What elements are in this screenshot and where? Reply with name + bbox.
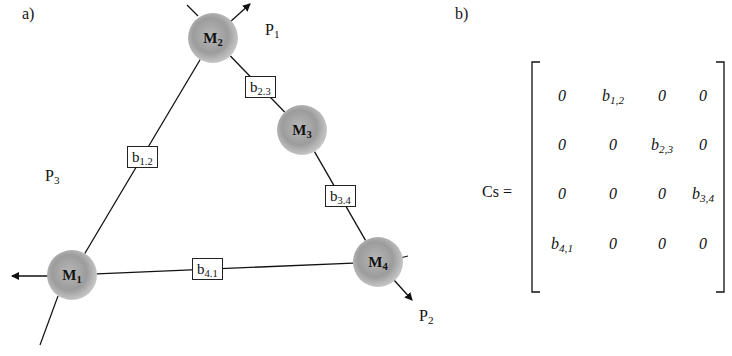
force-label: P1 (265, 21, 280, 39)
tick-line (187, 5, 198, 16)
force-arrow (230, 4, 250, 22)
stiffness-box: b3.4 (325, 185, 356, 207)
matrix-cell: 0 (699, 136, 707, 154)
tick-line (40, 296, 58, 345)
stiffness-box: b4.1 (192, 258, 223, 280)
force-label: P3 (45, 167, 60, 185)
mass-node: M1 (47, 250, 97, 300)
link-line (97, 263, 353, 274)
stiffness-box: b1.2 (127, 146, 158, 168)
matrix-cell: 0 (699, 235, 707, 253)
panel-letter: b) (455, 5, 468, 23)
panel-letter: a) (22, 5, 34, 23)
matrix-cell: 0 (699, 87, 707, 105)
matrix-cell: b2,3 (651, 136, 673, 154)
matrix-name: Cs = (482, 183, 512, 201)
matrix-cell: 0 (609, 136, 617, 154)
matrix-cell: 0 (609, 235, 617, 253)
link-line (314, 152, 365, 241)
matrix-bracket (716, 62, 724, 292)
matrix-cell: 0 (558, 87, 566, 105)
mass-node: M4 (353, 237, 403, 287)
matrix-cell: b4,1 (551, 235, 573, 253)
matrix-bracket (532, 62, 540, 292)
matrix-cell: 0 (558, 136, 566, 154)
matrix-cell: 0 (658, 235, 666, 253)
mass-node: M3 (277, 105, 327, 155)
matrix-cell: b3,4 (692, 185, 714, 203)
mass-node: M2 (188, 13, 238, 63)
matrix-cell: 0 (609, 185, 617, 203)
stiffness-box: b2.3 (245, 76, 276, 98)
link-line (85, 59, 200, 253)
force-arrow (394, 280, 412, 300)
force-label: P2 (419, 307, 434, 325)
matrix-cell: 0 (658, 87, 666, 105)
node-label: M2 (203, 30, 222, 47)
matrix-cell: b1,2 (602, 87, 624, 105)
node-label: M4 (368, 254, 387, 271)
matrix-cell: 0 (558, 185, 566, 203)
node-label: M1 (62, 267, 81, 284)
matrix-cell: 0 (658, 185, 666, 203)
force-arrow (12, 275, 48, 276)
link-line (230, 56, 284, 112)
node-label: M3 (292, 122, 311, 139)
